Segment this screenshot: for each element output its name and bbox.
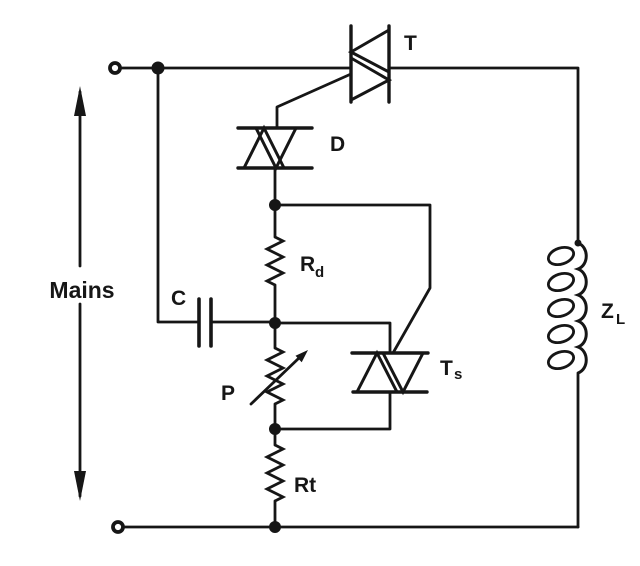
capacitor-c-symbol: C [171, 287, 213, 348]
junction-dot-pot-rt [269, 423, 281, 435]
triac-ts-triangle-up [354, 349, 400, 394]
load-zl-label-sub: L [616, 311, 625, 328]
mains-arrowhead-up-icon [74, 86, 86, 116]
triac-ts-triangle-down [380, 351, 426, 396]
wire-left-branch-to-capacitor [156, 66, 201, 324]
coil-loop-3 [546, 297, 576, 319]
coil-loop-5 [546, 349, 576, 371]
terminal-top-icon [108, 61, 122, 75]
potentiometer-zigzag [263, 346, 287, 406]
junction-dot-top-rail [151, 61, 165, 75]
inductor-zl-symbol: Z L [546, 239, 625, 375]
mains-indicator: Mains [49, 86, 115, 501]
resistor-rt-symbol: Rt [263, 443, 316, 503]
wire-ts-gate-branch [274, 203, 432, 355]
coil-loop-4 [546, 323, 576, 345]
triac-ts-label: T [440, 357, 453, 380]
potentiometer-arrow-line [249, 356, 301, 406]
diac-d-symbol: D [236, 124, 345, 172]
potentiometer-arrowhead-icon [295, 350, 308, 363]
resistor-rd-label-sub: d [315, 264, 324, 281]
resistor-rd-symbol: R d [263, 235, 324, 287]
resistor-rd-label: R [300, 253, 315, 276]
wire-ts-bottom-to-junction [274, 390, 392, 431]
coil-spine [573, 241, 588, 375]
junction-dot-rd-c-pot [269, 317, 281, 329]
coil-loop-1 [546, 245, 576, 267]
capacitor-c-label: C [171, 287, 186, 310]
triac-ts-label-sub: s [454, 366, 462, 383]
diac-triangle-up [241, 124, 287, 170]
potentiometer-p-symbol: P [221, 346, 308, 406]
diac-triangle-down [253, 126, 299, 172]
resistor-rd-zigzag [263, 235, 287, 287]
triac-t-symbol: T [347, 24, 417, 104]
coil-loop-2 [546, 271, 576, 293]
potentiometer-p-label: P [221, 382, 235, 405]
load-zl-label: Z [601, 300, 614, 323]
wire-top-rail-right [387, 66, 580, 245]
junction-dot-bottom-rail [269, 521, 281, 533]
triac-t-triangle-left [347, 27, 391, 75]
resistor-rt-label: Rt [294, 474, 316, 497]
wire-triac-t-gate [275, 72, 353, 130]
junction-dot-diac-rd [269, 199, 281, 211]
resistor-rt-zigzag [263, 443, 287, 503]
triac-t-label: T [404, 32, 417, 55]
triac-t-triangle-right [349, 55, 393, 103]
mains-label: Mains [49, 277, 114, 303]
triac-ts-symbol: T s [350, 349, 462, 396]
wire-junction-to-ts-top [273, 321, 392, 355]
mains-arrowhead-down-icon [74, 471, 86, 501]
diac-d-label: D [330, 133, 345, 156]
terminal-bottom-icon [111, 520, 125, 534]
